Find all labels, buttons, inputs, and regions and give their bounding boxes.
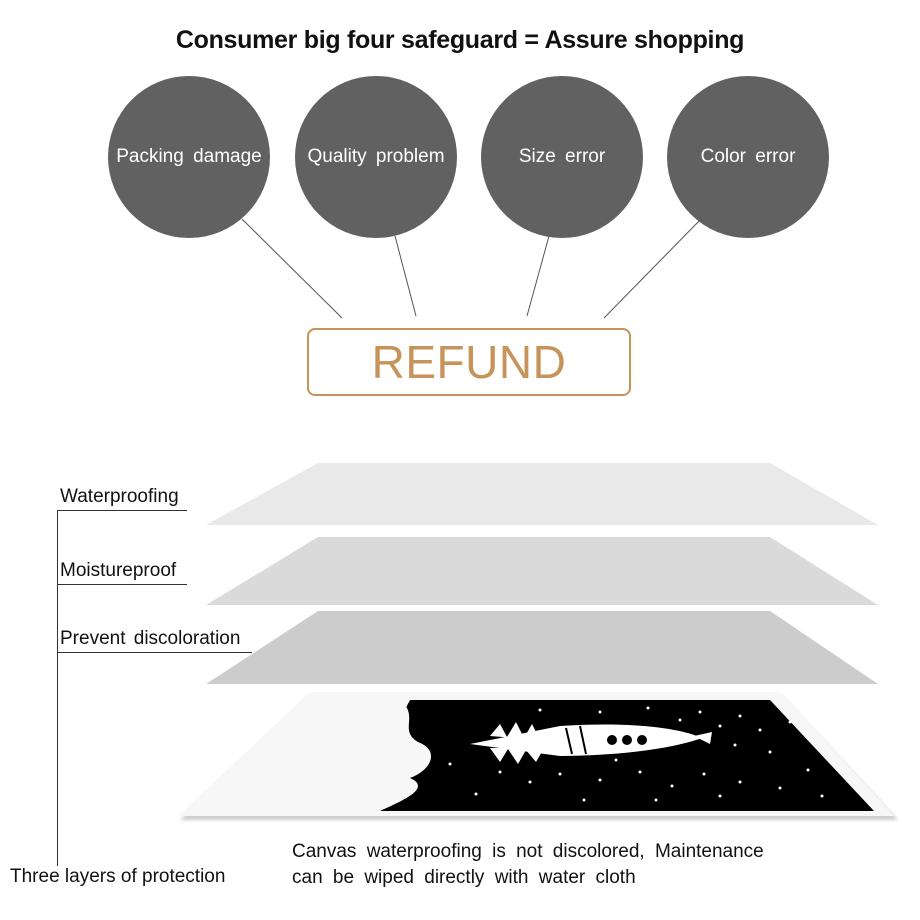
three-layers-label: Three layers of protection bbox=[10, 866, 226, 887]
layer-label-waterproofing: Waterproofing bbox=[60, 486, 179, 507]
layer-waterproofing-sheet bbox=[206, 463, 878, 525]
caption-line: Canvas waterproofing is not discolored, … bbox=[292, 841, 764, 862]
caption-line: can be wiped directly with water cloth bbox=[292, 867, 636, 888]
bracket-line bbox=[57, 510, 58, 866]
connector-line bbox=[603, 218, 702, 319]
safeguard-packing-damage: Packing damage bbox=[108, 76, 270, 238]
safeguard-label: Packing damage bbox=[116, 146, 262, 167]
rocket-icon bbox=[470, 722, 712, 764]
safeguard-color-error: Color error bbox=[667, 76, 829, 238]
connector-line bbox=[394, 235, 417, 317]
safeguard-size-error: Size error bbox=[481, 76, 643, 238]
layer-discoloration-sheet bbox=[206, 611, 878, 684]
safeguard-label: Size error bbox=[518, 146, 606, 167]
label-underline bbox=[57, 584, 187, 585]
connector-line bbox=[526, 235, 550, 317]
canvas-print bbox=[178, 692, 898, 820]
safeguard-label: Color error bbox=[700, 146, 796, 167]
cloud-shape bbox=[352, 700, 432, 811]
label-underline bbox=[57, 510, 187, 511]
refund-box: REFUND bbox=[307, 328, 631, 396]
page-title: Consumer big four safeguard = Assure sho… bbox=[175, 26, 745, 54]
safeguard-label: Quality problem bbox=[307, 146, 445, 167]
layer-moistureproof-sheet bbox=[206, 537, 878, 605]
label-underline bbox=[57, 652, 252, 653]
layer-label-moistureproof: Moistureproof bbox=[60, 560, 177, 581]
connector-line bbox=[241, 218, 343, 319]
safeguard-quality-problem: Quality problem bbox=[295, 76, 457, 238]
canvas-caption: Canvas waterproofing is not discolored, … bbox=[292, 839, 812, 891]
refund-label: REFUND bbox=[371, 336, 567, 388]
layer-label-prevent-discoloration: Prevent discoloration bbox=[60, 628, 241, 649]
star-icons bbox=[448, 706, 824, 802]
